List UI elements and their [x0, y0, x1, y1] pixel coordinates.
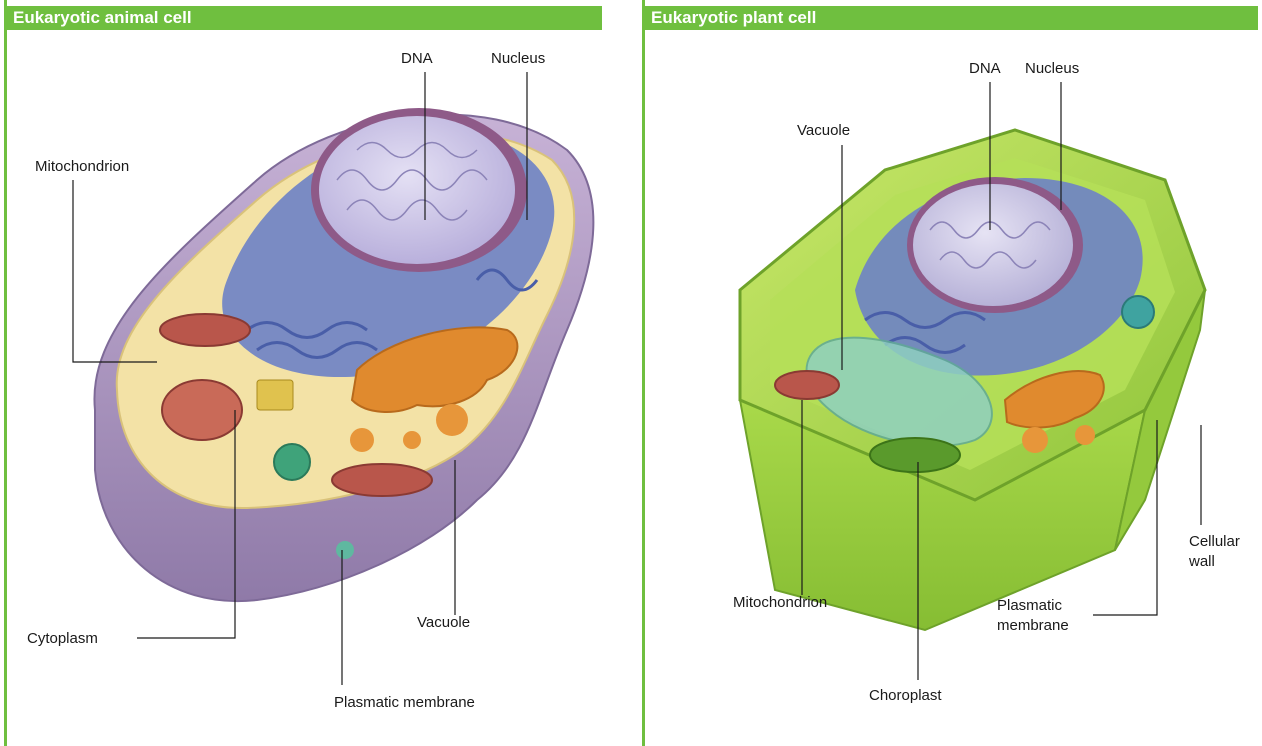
plant-mitochondrion [775, 371, 839, 399]
animal-vesicle [403, 431, 421, 449]
animal-mitochondrion [332, 464, 432, 496]
plant-label-vacuole: Vacuole [797, 122, 850, 139]
animal-mitochondrion [160, 314, 250, 346]
plant-vesicle [1022, 427, 1048, 453]
plant-label-chloroplast: Choroplast [869, 687, 942, 704]
plant-cell-title: Eukaryotic plant cell [645, 6, 1258, 30]
animal-centriole [257, 380, 293, 410]
animal-small-vesicle [336, 541, 354, 559]
animal-cell-title: Eukaryotic animal cell [7, 6, 602, 30]
animal-label-cytoplasm: Cytoplasm [27, 630, 98, 647]
animal-label-mitochondrion: Mitochondrion [35, 158, 129, 175]
plant-cell-panel: Eukaryotic plant cell [642, 0, 1258, 746]
animal-cell-body: DNA Nucleus Mitochondrion Cytoplasm Vacu… [7, 30, 602, 746]
plant-cell-illustration [645, 30, 1261, 746]
plant-vesicle [1075, 425, 1095, 445]
plant-label-plasmatic-membrane: Plasmatic membrane [997, 596, 1097, 636]
animal-label-dna: DNA [401, 50, 433, 67]
plant-cell-body: DNA Nucleus Vacuole Mitochondrion Chorop… [645, 30, 1258, 746]
animal-label-nucleus: Nucleus [491, 50, 545, 67]
animal-mitochondrion [162, 380, 242, 440]
plant-label-nucleus: Nucleus [1025, 60, 1079, 77]
plant-peroxisome [1122, 296, 1154, 328]
plant-label-mitochondrion: Mitochondrion [733, 594, 827, 611]
plant-label-cellular-wall: Cellular wall [1189, 532, 1259, 572]
animal-vesicle [436, 404, 468, 436]
animal-label-vacuole: Vacuole [417, 614, 470, 631]
animal-cell-panel: Eukaryotic animal cell [4, 0, 602, 746]
animal-vesicle [350, 428, 374, 452]
plant-label-dna: DNA [969, 60, 1001, 77]
plant-nucleus [913, 184, 1073, 306]
plant-chloroplast [870, 438, 960, 472]
animal-nucleus [319, 116, 515, 264]
animal-lysosome [274, 444, 310, 480]
animal-label-plasmatic-membrane: Plasmatic membrane [334, 694, 475, 711]
